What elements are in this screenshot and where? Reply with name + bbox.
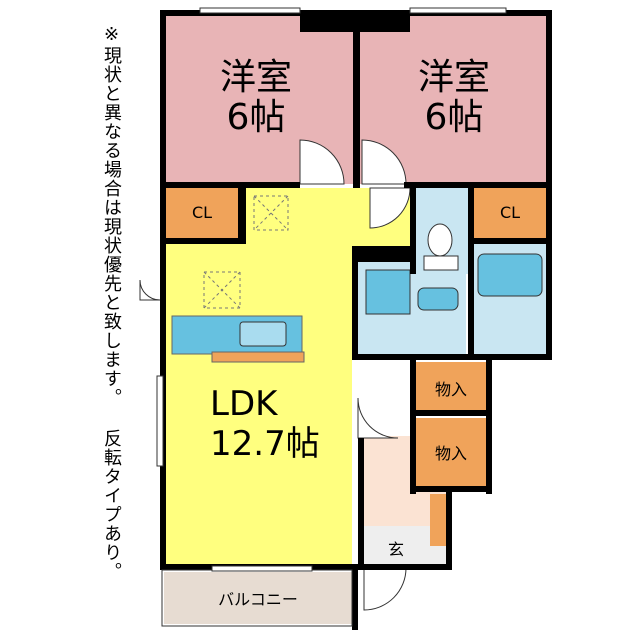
- western-room-2-name: 洋室: [417, 57, 490, 98]
- storage-1-label: 物入: [434, 380, 467, 399]
- door-swings: [139, 139, 411, 611]
- ldk-name: LDK: [210, 384, 278, 424]
- balcony-fill: [164, 572, 352, 624]
- notice-text: ※現状と異なる場合は現状優先と致します。 反転タイプあり。: [101, 24, 122, 581]
- closet-left-fill: [166, 188, 238, 238]
- windows: [156, 7, 507, 572]
- western-room-1-label: 洋室 6帖: [196, 58, 316, 138]
- western-room-2-size: 6帖: [424, 97, 484, 138]
- storage-1-fill: [416, 362, 486, 410]
- western-room-1-name: 洋室: [219, 57, 292, 98]
- storage-2-label: 物入: [434, 444, 467, 463]
- shoe-shelf-fill: [430, 494, 446, 546]
- washing-machine-pan: [417, 287, 459, 311]
- bathtub: [477, 253, 543, 297]
- kitchen-sink: [239, 321, 287, 347]
- closet-right-label: CL: [499, 203, 521, 222]
- ldk-label: LDK 12.7帖: [210, 384, 320, 464]
- kitchen-counter-base: [211, 351, 305, 363]
- western-room-2-label: 洋室 6帖: [394, 58, 514, 138]
- toilet-bowl: [427, 223, 453, 257]
- ceiling-storage-mark-2: [203, 271, 241, 309]
- storage-2-fill: [416, 418, 486, 486]
- ceiling-storage-mark-1: [253, 195, 289, 231]
- washbasin-counter: [365, 269, 411, 315]
- closet-right-fill: [474, 188, 546, 238]
- entrance-label: 玄: [387, 540, 404, 559]
- western-room-1-size: 6帖: [226, 97, 286, 138]
- toilet-tank: [423, 255, 459, 271]
- closet-left-label: CL: [191, 203, 213, 222]
- balcony-label: バルコニー: [218, 590, 298, 609]
- ldk-size: 12.7帖: [210, 424, 320, 464]
